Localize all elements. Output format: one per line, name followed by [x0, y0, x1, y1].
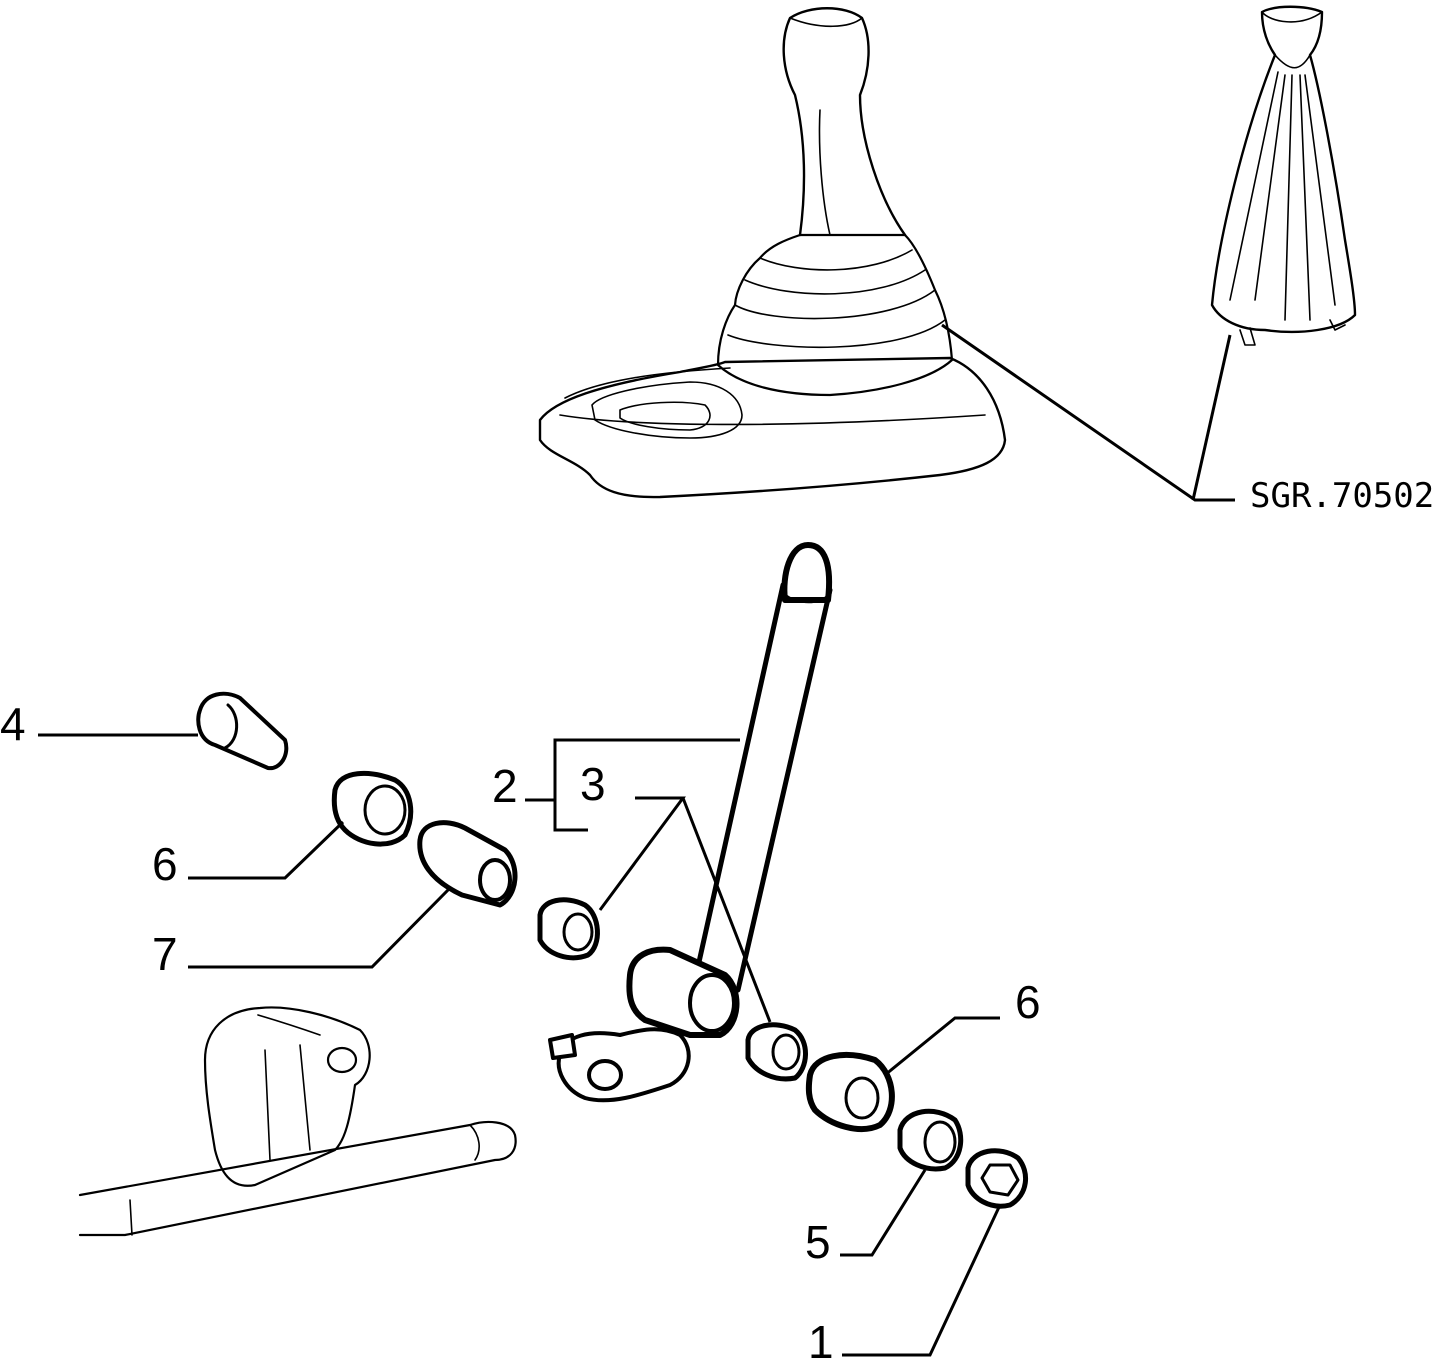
callout-6-left: 6: [152, 838, 178, 890]
bush-small: [537, 897, 600, 961]
callout-7: 7: [152, 928, 178, 980]
bolt: [196, 691, 289, 771]
gear-boot-cover: [1210, 5, 1357, 346]
callout-5: 5: [805, 1216, 831, 1268]
callout-2: 2: [492, 760, 518, 812]
washer: [897, 1108, 964, 1172]
callout-1: 1: [808, 1316, 834, 1358]
bush-left: [331, 770, 414, 847]
callout-4: 4: [0, 698, 26, 750]
selector-rod-support: [78, 1006, 517, 1237]
nut: [965, 1148, 1028, 1209]
callout-3: 3: [580, 758, 606, 810]
gear-lever: [548, 542, 833, 1103]
callout-6-right: 6: [1015, 976, 1041, 1028]
leader-lines: [38, 323, 1235, 1357]
reference-code: SGR.70502: [1250, 476, 1434, 516]
gear-knob-boot-assembly: [538, 7, 1007, 499]
bush-right: [805, 1052, 895, 1132]
spacer-sleeve: [417, 820, 518, 908]
bush-small-right: [745, 1022, 808, 1082]
